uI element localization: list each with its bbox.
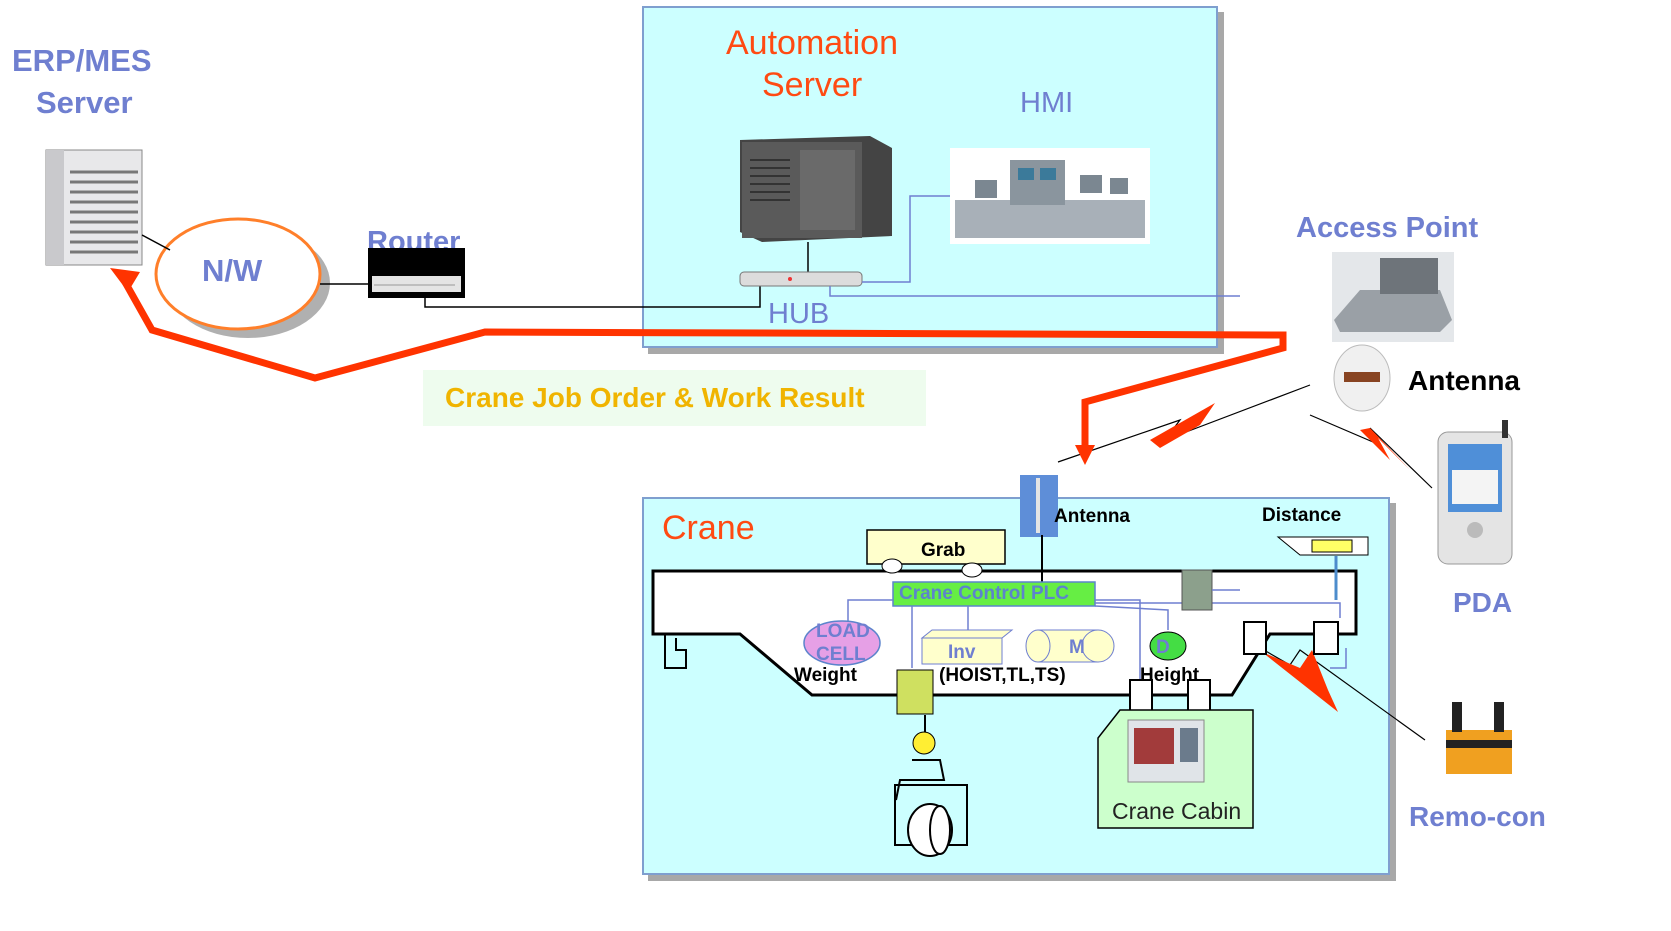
nw-label: N/W [202,253,263,288]
automation-label-line2: Server [762,66,863,104]
antenna-main-label: Antenna [1408,365,1520,396]
grab-label: Grab [921,540,966,561]
flow-arrowhead-crane [1075,445,1095,465]
hmi-icon [950,148,1150,244]
crane-structure [651,475,1369,857]
hub-label: HUB [768,298,830,330]
erp-label-line2: Server [36,85,133,120]
remocon-label: Remo-con [1409,801,1546,832]
router-icon [368,248,465,298]
hub-icon [739,271,863,287]
erp-server-icon [45,149,143,266]
load-cell-label-2: CELL [816,645,866,664]
hmi-label: HMI [1020,87,1074,119]
flow-arrow-path [121,280,1287,455]
router-label: Router [367,228,461,248]
remote-control-icon [1446,702,1512,774]
automation-label-line1: Automation [726,24,898,62]
crane-antenna-label: Antenna [1054,506,1130,527]
antenna-dish-icon [1333,344,1391,412]
crane-label: Crane [662,509,755,547]
d-sensor-label: D [1156,637,1170,658]
flow-banner-label: Crane Job Order & Work Result [445,382,865,413]
flow-banner-bg [423,370,926,426]
pda-icon [1437,420,1513,565]
height-label: Height [1140,665,1200,686]
load-cell-label-1: LOAD [816,621,870,642]
flow-arrowhead-erp [110,268,140,292]
weight-label: Weight [794,665,857,686]
plc-label: Crane Control PLC [899,583,1069,604]
inv-label: Inv [948,642,976,663]
pda-label: PDA [1453,587,1513,618]
erp-label-line1: ERP/MES [12,43,152,78]
distance-label: Distance [1262,505,1342,526]
access-point-icon [1332,252,1454,342]
network-ellipse [154,217,322,331]
motor-label: M [1069,637,1085,658]
crane-cabin-label: Crane Cabin [1112,800,1242,823]
access-point-label: Access Point [1296,212,1479,244]
hoist-label: (HOIST,TL,TS) [939,665,1066,686]
automation-server-icon [740,136,892,242]
